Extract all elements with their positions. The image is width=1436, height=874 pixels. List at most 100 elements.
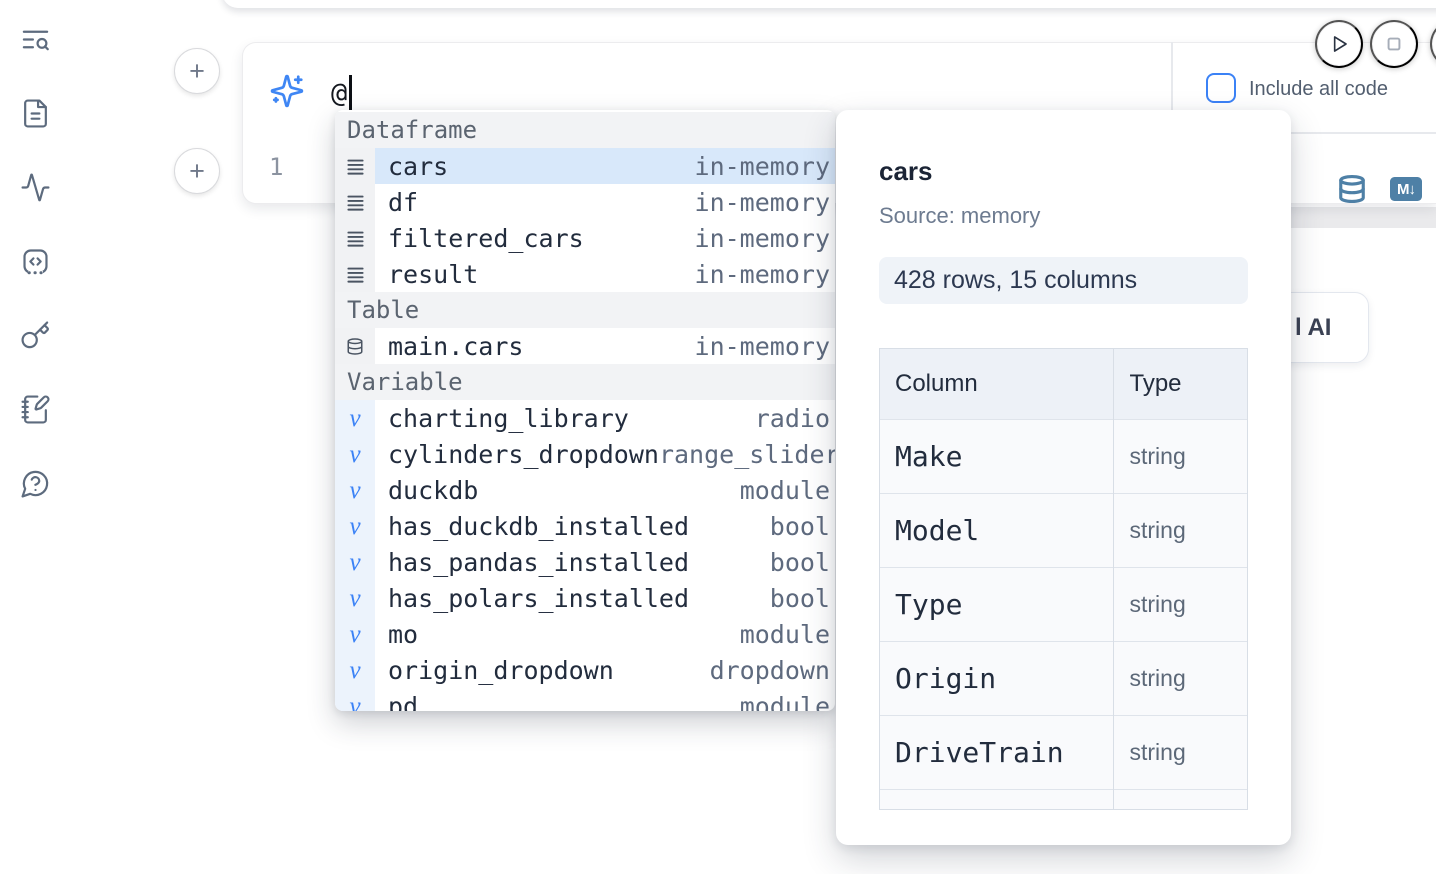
stop-cell-button[interactable]	[1370, 20, 1418, 68]
text-caret	[349, 74, 353, 112]
variable-icon: v	[335, 472, 375, 508]
autocomplete-item-has_duckdb_installed[interactable]: v has_duckdb_installed bool	[335, 508, 835, 544]
schema-column-name: DriveTrain	[880, 714, 1113, 789]
add-cell-button-top[interactable]: +	[174, 48, 220, 94]
prompt-options-area: Include all code	[1171, 42, 1436, 134]
item-type: dropdown	[709, 655, 830, 685]
preview-title: cars	[879, 156, 933, 186]
schema-column-name: Type	[880, 566, 1113, 641]
item-type: in-memory	[694, 331, 830, 361]
column-header: Column	[880, 349, 1113, 419]
database-icon	[335, 328, 375, 364]
dataframe-icon	[335, 148, 375, 184]
include-all-code-checkbox[interactable]	[1206, 73, 1236, 103]
item-name: pd	[388, 691, 419, 712]
variable-icon: v	[335, 436, 375, 472]
previous-cell-edge	[222, 0, 1436, 8]
autocomplete-item-has_polars_installed[interactable]: v has_polars_installed bool	[335, 580, 835, 616]
variable-icon: v	[335, 616, 375, 652]
item-type: bool	[769, 583, 830, 613]
item-name: mo	[388, 619, 419, 649]
ai-prompt-input[interactable]: @	[331, 73, 353, 113]
activity-icon[interactable]	[18, 170, 52, 204]
item-name: cars	[388, 151, 449, 181]
key-icon[interactable]	[18, 318, 52, 352]
autocomplete-item-df[interactable]: df in-memory	[335, 184, 835, 220]
add-cell-button-bottom[interactable]: +	[174, 148, 220, 194]
editor-line-number: 1	[269, 153, 284, 181]
document-icon[interactable]	[18, 96, 52, 130]
item-type: module	[739, 619, 830, 649]
autocomplete-item-main.cars[interactable]: main.cars in-memory	[335, 328, 835, 364]
run-cell-button[interactable]	[1315, 20, 1363, 68]
schema-column-name: Model	[880, 492, 1113, 567]
schema-column-type: string	[1112, 566, 1247, 641]
autocomplete-item-result[interactable]: result in-memory	[335, 256, 835, 292]
schema-column-type: string	[1112, 418, 1247, 493]
schema-column-type: string	[1112, 492, 1247, 567]
item-name: result	[388, 259, 479, 289]
code-snippet-icon[interactable]	[18, 244, 52, 278]
item-type: radio	[754, 403, 830, 433]
autocomplete-section-header: Table	[335, 292, 835, 328]
item-type: bool	[769, 511, 830, 541]
database-icon[interactable]	[1337, 171, 1367, 207]
schema-header-row: Column Type	[880, 349, 1247, 419]
schema-column-name: Origin	[880, 640, 1113, 715]
item-type: in-memory	[694, 259, 830, 289]
item-name: cylinders_dropdown	[388, 439, 659, 469]
dataframe-icon	[335, 184, 375, 220]
item-name: duckdb	[388, 475, 479, 505]
item-name: has_pandas_installed	[388, 547, 690, 577]
type-header: Type	[1112, 349, 1247, 419]
item-type: module	[739, 691, 830, 712]
dataframe-preview-panel: cars Source: memory 428 rows, 15 columns…	[836, 110, 1291, 845]
item-type: bool	[769, 547, 830, 577]
item-name: origin_dropdown	[388, 655, 614, 685]
sidebar	[18, 22, 58, 500]
autocomplete-section-header: Variable	[335, 364, 835, 400]
preview-source: Source: memory	[879, 203, 1041, 228]
item-name: df	[388, 187, 419, 217]
item-name: main.cars	[388, 331, 524, 361]
variable-icon: v	[335, 508, 375, 544]
autocomplete-item-cars[interactable]: cars in-memory	[335, 148, 835, 184]
item-name: filtered_cars	[388, 223, 584, 253]
autocomplete-item-filtered_cars[interactable]: filtered_cars in-memory	[335, 220, 835, 256]
shape-badge: 428 rows, 15 columns	[879, 257, 1248, 304]
variable-icon: v	[335, 544, 375, 580]
item-name: has_polars_installed	[388, 583, 690, 613]
variable-icon: v	[335, 652, 375, 688]
variable-icon: v	[335, 688, 375, 711]
dataframe-icon	[335, 256, 375, 292]
item-type: in-memory	[694, 151, 830, 181]
variable-icon: v	[335, 580, 375, 616]
sparkles-icon	[269, 73, 305, 109]
autocomplete-item-origin_dropdown[interactable]: v origin_dropdown dropdown	[335, 652, 835, 688]
item-name: charting_library	[388, 403, 629, 433]
schema-column-name: Make	[880, 418, 1113, 493]
text-search-icon[interactable]	[18, 22, 52, 56]
item-name: has_duckdb_installed	[388, 511, 690, 541]
schema-column-type: string	[1112, 640, 1247, 715]
item-type: module	[739, 475, 830, 505]
item-type: in-memory	[694, 187, 830, 217]
item-type: in-memory	[694, 223, 830, 253]
autocomplete-item-has_pandas_installed[interactable]: v has_pandas_installed bool	[335, 544, 835, 580]
prompt-value: @	[331, 77, 348, 109]
item-type: range_slider	[658, 439, 835, 469]
help-chat-icon[interactable]	[18, 466, 52, 500]
notebook-edit-icon[interactable]	[18, 392, 52, 426]
markdown-icon[interactable]: M↓	[1390, 177, 1422, 201]
